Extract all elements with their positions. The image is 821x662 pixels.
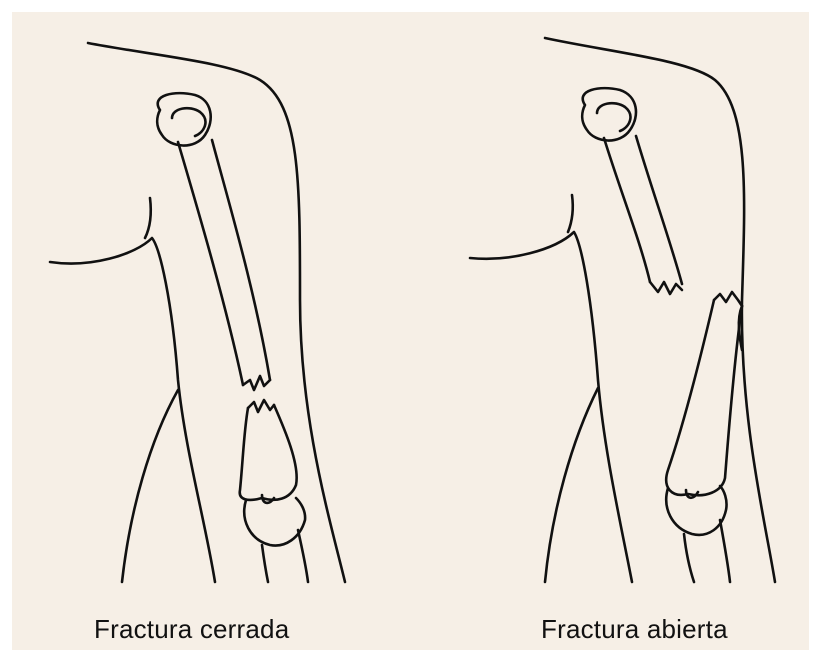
- humerus-lower-shaft: [240, 405, 297, 500]
- humerus-upper-shaft-2: [212, 140, 270, 380]
- elbow-joint: [244, 498, 305, 546]
- closed-fracture-figure: [50, 43, 345, 582]
- armpit-crease: [568, 195, 573, 232]
- humerus-lower-shaft: [666, 300, 742, 495]
- fracture-line-upper: [650, 282, 682, 294]
- caption-closed-fracture: Fractura cerrada: [94, 614, 289, 645]
- arm-outline-outer: [88, 43, 345, 582]
- forearm-bone-2: [298, 530, 308, 582]
- fracture-line-upper: [243, 376, 270, 390]
- humerus-head-inner: [172, 108, 205, 136]
- chest-outline: [470, 232, 632, 582]
- forearm-inner-line: [122, 390, 178, 582]
- fracture-line-lower: [714, 292, 742, 306]
- humerus-upper-shaft-2: [636, 136, 682, 284]
- open-fracture-figure: [470, 38, 775, 582]
- armpit-crease: [145, 198, 151, 238]
- forearm-bone-1: [684, 534, 694, 582]
- forearm-inner-line: [545, 388, 598, 582]
- fracture-line-lower: [248, 400, 274, 412]
- forearm-bone-2: [720, 520, 730, 582]
- caption-open-fracture: Fractura abierta: [541, 614, 728, 645]
- forearm-bone-1: [262, 545, 268, 582]
- humerus-upper-shaft: [178, 142, 243, 385]
- humerus-head-inner: [597, 103, 630, 131]
- humerus-head: [157, 93, 211, 145]
- humerus-head: [582, 88, 636, 140]
- chest-outline: [50, 238, 215, 582]
